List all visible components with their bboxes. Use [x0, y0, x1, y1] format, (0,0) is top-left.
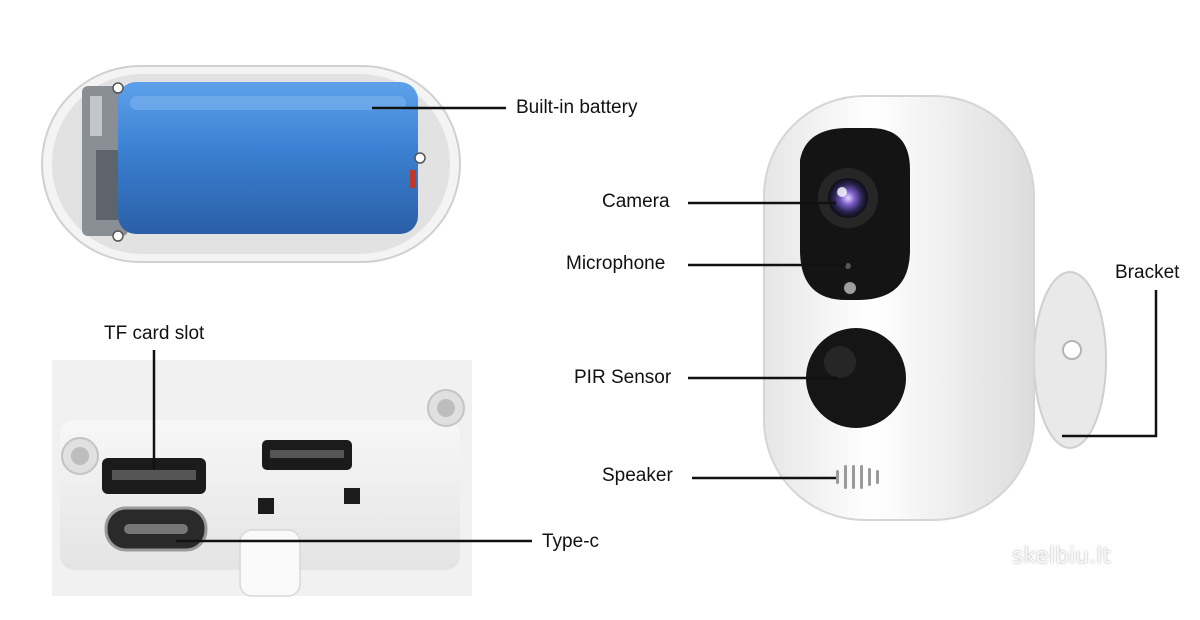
microphone: [845, 263, 851, 269]
pir-label: PIR Sensor: [574, 367, 672, 388]
microphone-label: Microphone: [566, 253, 666, 274]
tf-card-label: TF card slot: [104, 323, 205, 344]
speaker-label: Speaker: [602, 465, 673, 486]
type-c-label: Type-c: [542, 531, 600, 552]
port-panel: [52, 360, 472, 597]
battery-label: Built-in battery: [516, 97, 638, 118]
bracket: [1033, 271, 1107, 449]
leader-lines: [152, 106, 1158, 543]
battery-compartment: [41, 65, 461, 263]
bracket-leader: [1062, 290, 1158, 438]
watermark: skelbiu.lt: [1012, 544, 1111, 569]
camera-device: [763, 95, 1107, 521]
battery: [118, 82, 418, 234]
bracket-label: Bracket: [1115, 262, 1180, 283]
camera-label: Camera: [602, 191, 670, 212]
speaker-grille: [836, 465, 879, 489]
